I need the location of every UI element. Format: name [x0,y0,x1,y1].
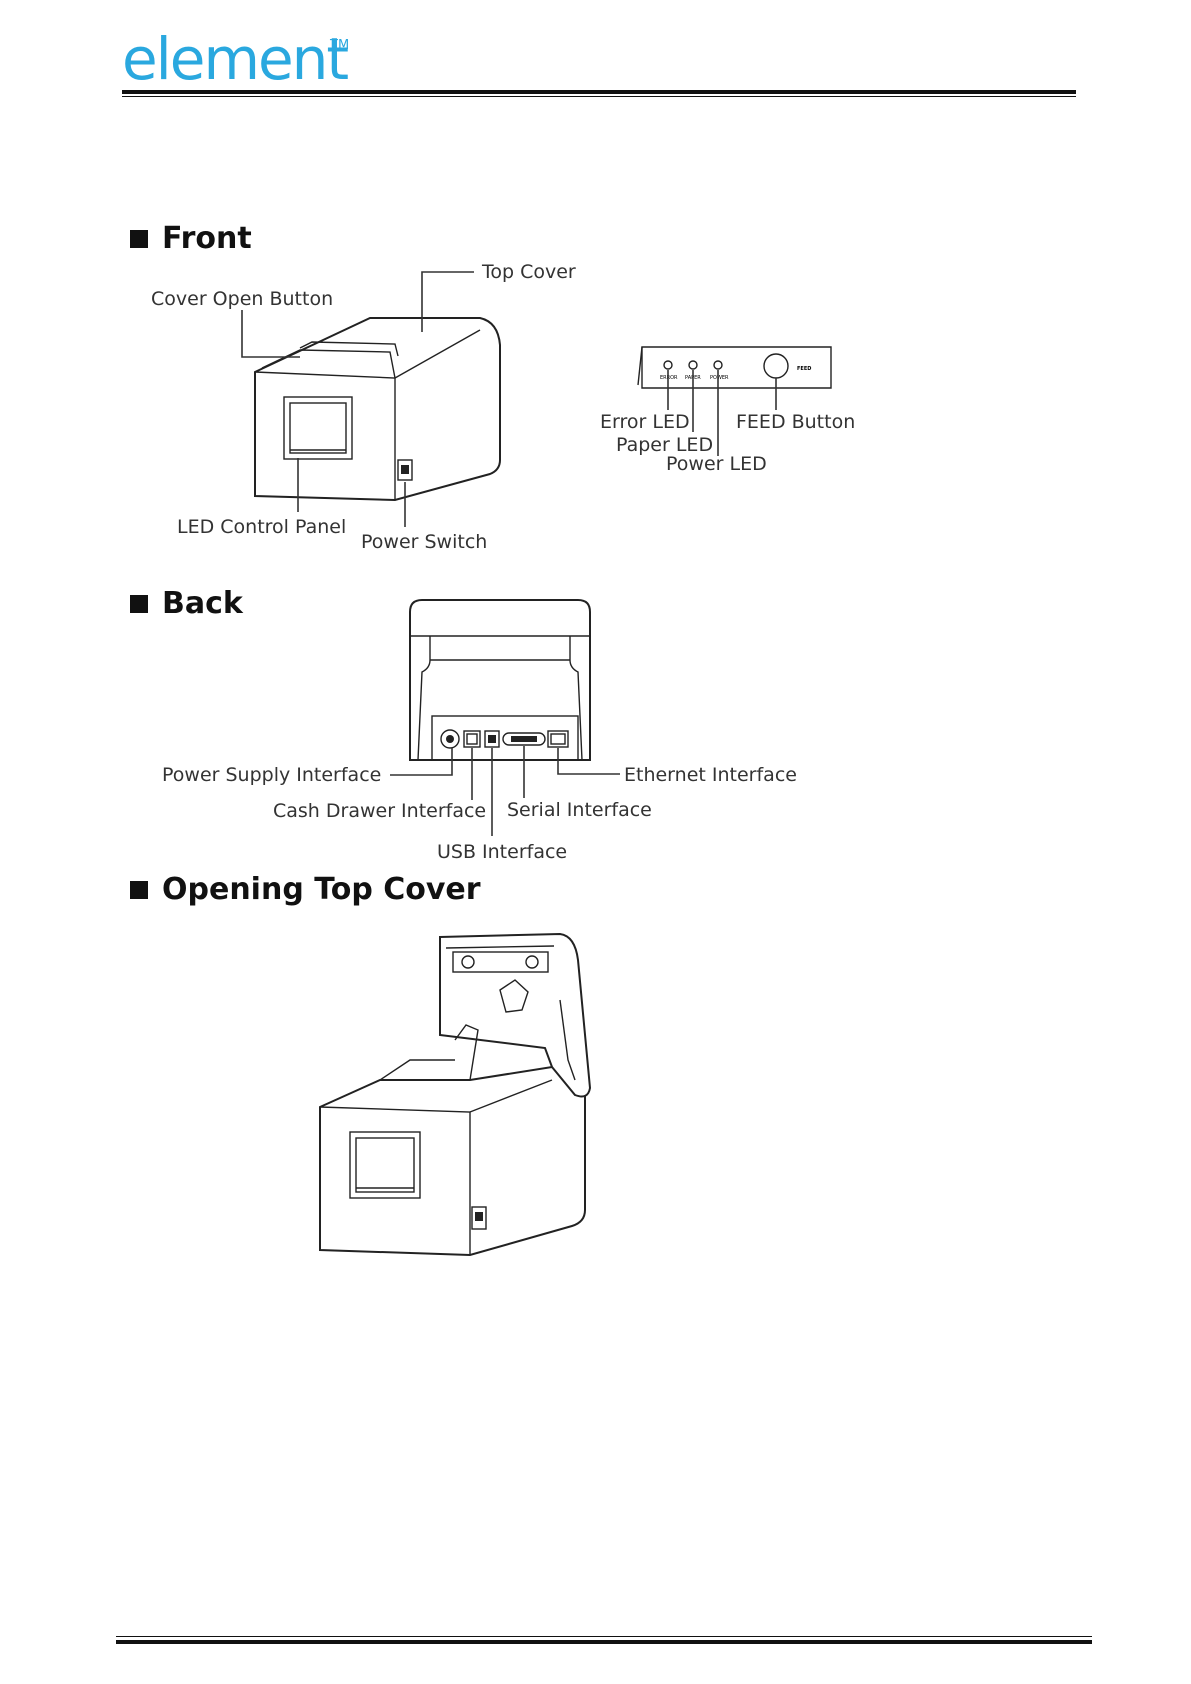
label-power-switch: Power Switch [361,533,487,552]
back-printer-drawing [410,600,590,760]
front-printer-drawing [255,318,500,500]
footer-rule-thin [116,1636,1092,1637]
label-top-cover: Top Cover [482,263,576,282]
label-usb-interface: USB Interface [437,843,567,862]
opening-printer-drawing [320,934,590,1255]
footer-rule-thick [116,1640,1092,1644]
label-error-led: Error LED [600,413,690,432]
panel-power-text: POWER [710,375,729,381]
label-cover-open-button: Cover Open Button [151,290,333,309]
label-power-led: Power LED [666,455,767,474]
label-cash-drawer-interface: Cash Drawer Interface [273,802,486,821]
label-led-control-panel: LED Control Panel [177,518,346,537]
panel-feed-text: FEED [797,366,811,372]
label-feed-button: FEED Button [736,413,855,432]
label-power-supply-interface: Power Supply Interface [162,766,381,785]
panel-error-text: ERROR [660,375,678,381]
label-serial-interface: Serial Interface [507,801,652,820]
label-ethernet-interface: Ethernet Interface [624,766,797,785]
